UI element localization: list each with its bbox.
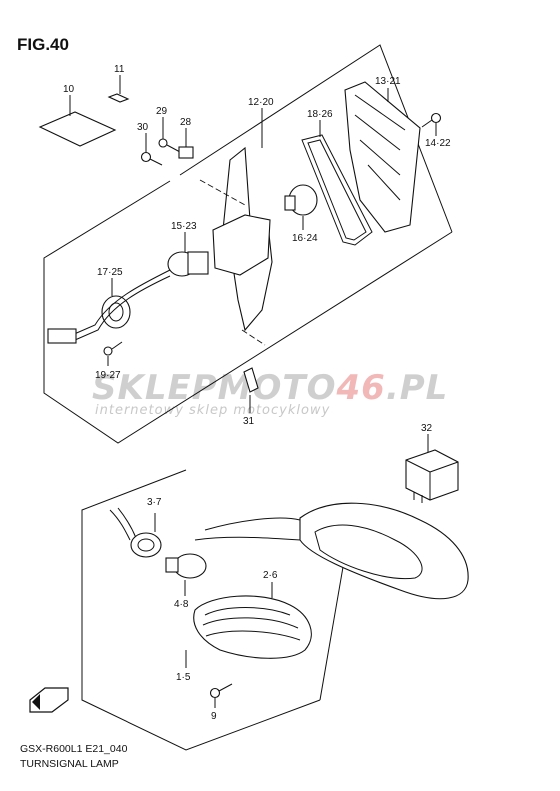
part-4-8-bulb <box>165 553 207 596</box>
part-9-screw <box>209 683 233 708</box>
watermark-accent: 46 <box>335 368 385 408</box>
part-11-tab <box>107 75 130 103</box>
part-10-pad <box>38 95 117 147</box>
part-16-24-socket <box>167 232 209 277</box>
figure-title: FIG.40 <box>17 35 69 54</box>
callout-3-7: 3·7 <box>147 497 162 508</box>
upper-group-frame-lower <box>43 180 453 444</box>
part-15-23-bulb <box>284 184 318 230</box>
callout-28: 28 <box>180 117 192 128</box>
figure-name: TURNSIGNAL LAMP <box>20 758 119 770</box>
callout-13-21: 13·21 <box>375 76 401 87</box>
watermark: SKLEPMOTO46.PL internetowy sklep motocyk… <box>92 368 448 418</box>
part-32-relay <box>405 434 459 503</box>
upper-group-frame <box>179 44 453 233</box>
callout-15-23: 16·24 <box>292 233 318 244</box>
mirror-housing <box>194 502 469 600</box>
callout-14-22: 14·22 <box>425 138 451 149</box>
watermark-text: SKLEPMOTO46.PL <box>92 368 448 408</box>
callout-9: 9 <box>211 711 217 722</box>
part-19-27-screw <box>103 341 123 366</box>
front-arrow-icon <box>29 687 69 713</box>
part-17-25-grommet <box>47 269 171 344</box>
callout-19-27: 19·27 <box>95 370 121 381</box>
part-14-22-screw <box>421 112 442 136</box>
callout-11: 11 <box>114 64 125 75</box>
watermark-suffix: .PL <box>386 368 449 408</box>
part-30-screw <box>140 133 163 166</box>
part-18-26-gasket <box>301 120 373 246</box>
figure-code: GSX-R600L1 E21_040 <box>20 743 128 755</box>
callout-17-25: 17·25 <box>97 267 123 278</box>
callout-29: 29 <box>156 106 168 117</box>
part-31-clip <box>243 367 259 413</box>
part-28-clip <box>178 128 194 159</box>
callout-31: 31 <box>243 416 255 427</box>
callout-32: 32 <box>421 423 433 434</box>
part-2-6-turnsignal-lens <box>193 582 312 659</box>
part-3-7-socket <box>109 507 162 558</box>
callout-2-6: 2·6 <box>263 570 278 581</box>
watermark-subtitle: internetowy sklep motocyklowy <box>95 403 330 418</box>
callout-4-8: 4·8 <box>174 599 189 610</box>
callout-10: 10 <box>63 84 75 95</box>
callout-1-5: 1·5 <box>176 672 191 683</box>
part-29-screw <box>158 117 181 153</box>
lower-group-frame <box>81 469 321 751</box>
callout-18-26: 18·26 <box>307 109 333 120</box>
part-12-20-housing <box>212 108 273 332</box>
part-13-21-lens <box>344 81 421 233</box>
dash-housing-to-31 <box>241 329 266 346</box>
callout-12-20: 12·20 <box>248 97 274 108</box>
watermark-prefix: SKLEPMOTO <box>92 368 336 408</box>
callout-16-24: 15·23 <box>171 221 197 232</box>
callout-30: 30 <box>137 122 149 133</box>
